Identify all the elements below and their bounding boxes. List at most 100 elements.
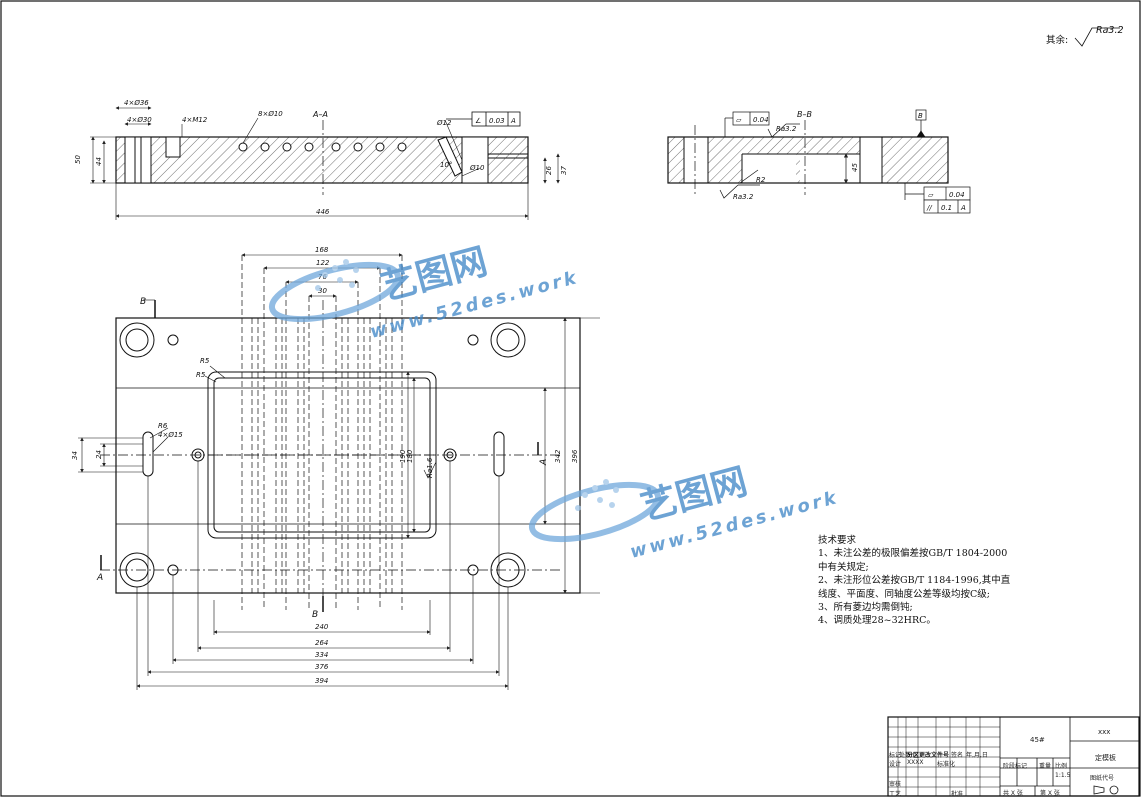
bb-flatness-symbol: ▱ xyxy=(736,116,742,124)
aa-dimensions xyxy=(90,106,560,220)
bb-datum-b: B xyxy=(918,112,923,120)
bb-r2: R2 xyxy=(756,176,766,184)
tb-design-name: XXXX xyxy=(907,759,924,766)
tech-req-line: 4、调质处理28~32HRC。 xyxy=(818,615,936,627)
dim-r5-a: R5 xyxy=(200,357,210,365)
tb-process-label: 工艺 xyxy=(889,791,902,798)
dim-ra16: Ra1.6 xyxy=(426,457,434,478)
dim-396: 396 xyxy=(571,449,579,463)
bb-parallel-ref: A xyxy=(960,204,966,212)
tb-weight-label: 重量 xyxy=(1039,763,1052,770)
cut-marker-b-top: B xyxy=(140,297,146,307)
tb-stage-label: 阶段标记 xyxy=(1003,763,1028,770)
dim-4xm12: 4×M12 xyxy=(182,116,208,124)
tb-row-mark: 标记 xyxy=(889,752,902,759)
roughness-symbol-icon xyxy=(1074,27,1120,47)
cooling-holes xyxy=(238,142,407,152)
tb-approve-label: 批准 xyxy=(951,791,964,798)
dim-122: 122 xyxy=(316,259,330,267)
bb-parallel-symbol: // xyxy=(926,204,932,212)
watermark-2: 艺图网 www.52des.work xyxy=(528,461,841,563)
cut-marker-a-left: A xyxy=(96,573,103,583)
title-block xyxy=(887,716,1140,797)
section-a-a xyxy=(90,106,560,220)
tb-company: xxx xyxy=(1098,728,1111,736)
tb-row-zone: 分区 xyxy=(907,752,920,759)
bb-flatness2-symbol: ▱ xyxy=(928,191,934,199)
tb-scale-label: 比例 xyxy=(1055,763,1068,770)
dim-264: 264 xyxy=(315,639,328,647)
dim-r6: R6 xyxy=(158,422,168,430)
tb-part-name: 定模板 xyxy=(1095,754,1116,762)
tb-row-sign: 签名 xyxy=(951,752,964,759)
dim-26: 26 xyxy=(545,166,553,175)
tb-row-count: 处数 xyxy=(899,752,912,759)
dim-180: 180 xyxy=(406,449,414,463)
tech-req-line: 1、未注公差的极限偏差按GB/T 1804-2000 xyxy=(818,548,1008,560)
tb-drawing-no-label: 图纸代号 xyxy=(1090,775,1115,782)
bb-ra-bottom: Ra3.2 xyxy=(733,193,754,201)
tech-req-line: 2、未注形位公差按GB/T 1184-1996,其中直 xyxy=(818,575,1011,587)
projection-symbol-icon xyxy=(1109,785,1119,795)
tb-row-date: 年,月,日 xyxy=(966,752,988,759)
gdt-angularity-symbol: ∠ xyxy=(475,117,481,125)
tech-req-line: 线度、平面度、同轴度公差等级均按C级; xyxy=(818,588,990,600)
dim-44: 44 xyxy=(95,157,103,166)
cut-marker-a-right: A xyxy=(539,459,549,466)
dim-37: 37 xyxy=(560,166,568,175)
aa-gdt-frame xyxy=(446,111,521,127)
dim-30: 30 xyxy=(318,287,327,295)
dim-12: Ø12 xyxy=(436,119,452,127)
gdt-angularity-value: 0.03 xyxy=(489,117,505,125)
bb-dim-45: 45 xyxy=(851,163,859,172)
tech-req-line: 中有关规定; xyxy=(818,561,869,573)
roughness-label: 其余: xyxy=(1046,35,1069,46)
plan-view xyxy=(78,253,600,690)
dim-376: 376 xyxy=(315,663,329,671)
dim-240: 240 xyxy=(315,623,329,631)
bb-parallel-value: 0.1 xyxy=(941,204,952,212)
gdt-angularity-ref: A xyxy=(510,117,516,125)
cut-marker-b-bottom: B xyxy=(312,610,318,620)
technical-requirements: 技术要求 1、未注公差的极限偏差按GB/T 1804-2000 中有关规定; 2… xyxy=(818,534,1048,628)
dim-34: 34 xyxy=(71,451,79,460)
tb-design-label: 设计 xyxy=(889,761,902,768)
tech-req-line: 3、所有菱边均需倒钝; xyxy=(818,602,913,614)
dim-342: 342 xyxy=(554,449,562,463)
section-b-b xyxy=(667,109,971,214)
dim-8x10: 8×Ø10 xyxy=(258,110,283,118)
dim-4x30: 4×Ø30 xyxy=(127,116,152,124)
dim-394: 394 xyxy=(315,677,328,685)
bb-title: B–B xyxy=(797,110,812,119)
section-aa-hatch xyxy=(115,136,529,184)
dim-334: 334 xyxy=(315,651,328,659)
watermark-1: 艺图网 www.52des.work xyxy=(268,241,581,343)
dim-168: 168 xyxy=(315,246,329,254)
dim-4x15: 4×Ø15 xyxy=(158,431,183,439)
tb-standard-label: 标准化 xyxy=(937,761,956,768)
dim-r5-b: R5 xyxy=(196,371,206,379)
tb-sheet-no: 第 X 张 xyxy=(1040,790,1060,797)
roughness-note: 其余: Ra3.2 xyxy=(1046,25,1124,46)
tech-req-title: 技术要求 xyxy=(818,535,857,546)
dim-50: 50 xyxy=(74,155,82,164)
tb-scale-value: 1:1.5 xyxy=(1055,772,1071,779)
dim-446: 446 xyxy=(316,208,330,216)
bb-flatness-value: 0.04 xyxy=(753,116,769,124)
tb-material: 45# xyxy=(1030,736,1045,744)
dim-4x36: 4×Ø36 xyxy=(124,99,149,107)
dim-76: 76 xyxy=(318,273,327,281)
bb-flatness2-value: 0.04 xyxy=(949,191,965,199)
dim-190: 190 xyxy=(399,449,407,463)
tb-row-doc: 更改文件号 xyxy=(919,752,950,759)
aa-title: A–A xyxy=(312,110,328,119)
tb-check-label: 审核 xyxy=(889,781,902,788)
tb-sheets-total: 共 X 张 xyxy=(1003,790,1023,797)
dim-24: 24 xyxy=(95,450,103,459)
dim-10deg: 10° xyxy=(440,161,452,169)
roughness-value: Ra3.2 xyxy=(1096,25,1124,36)
dim-10: Ø10 xyxy=(469,164,485,172)
bb-ra-top: Ra3.2 xyxy=(776,125,797,133)
